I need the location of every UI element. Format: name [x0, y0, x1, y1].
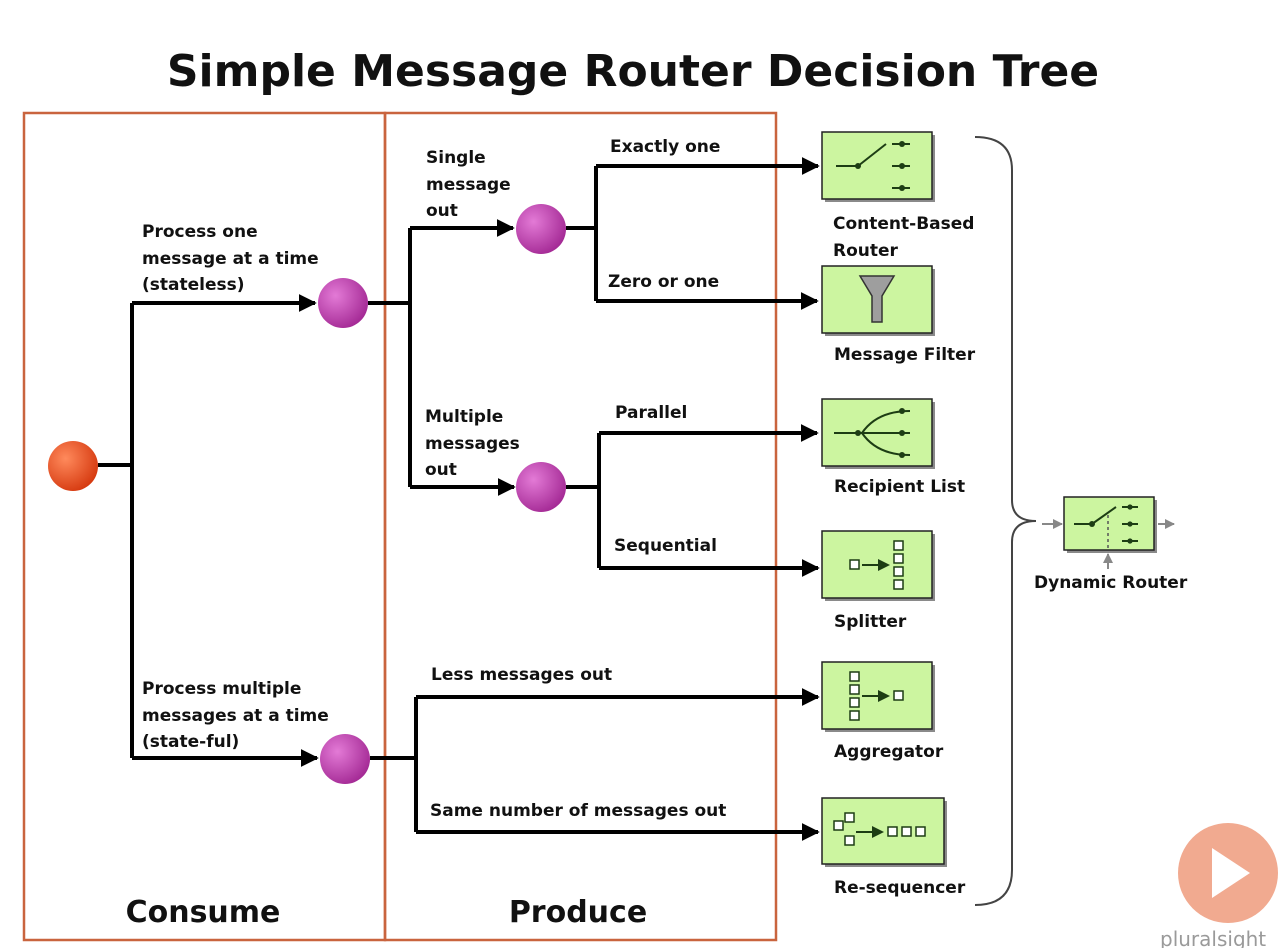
content-based-router-icon: [821, 131, 935, 202]
splitter-label: Splitter: [834, 612, 907, 632]
connector-lines: [98, 157, 820, 841]
consume-label: Consume: [126, 895, 281, 930]
grouping-brace: [974, 136, 1037, 906]
produce-frame: [383, 111, 778, 942]
recipient-list-icon: [821, 398, 935, 469]
label-single-out: Single message out: [426, 148, 517, 221]
start-node: [48, 441, 98, 491]
aggregator-icon: [821, 661, 935, 732]
pluralsight-logo: pluralsight: [1160, 823, 1278, 948]
decision-node-stateless: [318, 278, 368, 328]
decision-node-single-out: [516, 204, 566, 254]
content-based-router-label: Content-Based Router: [833, 214, 980, 261]
label-multiple-out: Multiple messages out: [425, 407, 526, 480]
label-parallel: Parallel: [615, 403, 687, 423]
dynamic-router-label: Dynamic Router: [1034, 573, 1188, 593]
recipient-list-label: Recipient List: [834, 477, 965, 497]
resequencer-icon: [821, 797, 947, 867]
resequencer-label: Re-sequencer: [834, 878, 966, 898]
dynamic-router-icon: [1042, 496, 1175, 569]
message-filter-label: Message Filter: [834, 345, 976, 365]
label-zero-or-one: Zero or one: [608, 272, 719, 292]
page-title: Simple Message Router Decision Tree: [167, 46, 1099, 97]
splitter-icon: [821, 530, 935, 601]
label-same-out: Same number of messages out: [430, 801, 726, 821]
decision-node-multiple-out: [516, 462, 566, 512]
label-sequential: Sequential: [614, 536, 717, 556]
label-less-out: Less messages out: [431, 665, 612, 685]
aggregator-label: Aggregator: [834, 742, 944, 762]
produce-label: Produce: [509, 895, 647, 930]
label-stateful: Process multiple messages at a time (sta…: [142, 679, 335, 752]
svg-text:pluralsight: pluralsight: [1160, 927, 1266, 948]
label-exactly-one: Exactly one: [610, 137, 720, 157]
decision-node-stateful: [320, 734, 370, 784]
label-stateless: Process one message at a time (stateless…: [142, 222, 325, 295]
message-filter-icon: [821, 265, 935, 336]
